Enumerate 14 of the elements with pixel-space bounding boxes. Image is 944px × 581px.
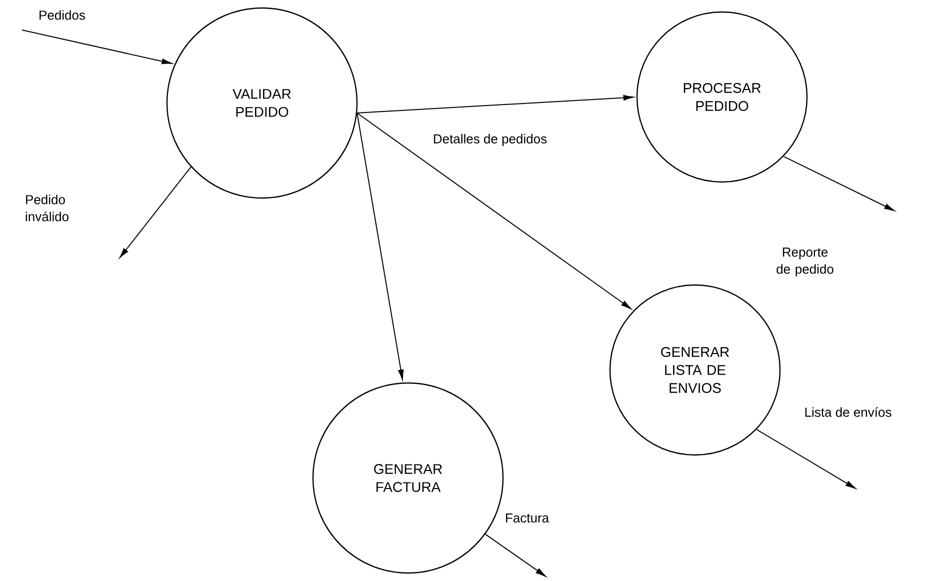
edge-label: Factura — [506, 513, 550, 523]
arrow — [120, 166, 192, 258]
arrow — [356, 112, 404, 380]
arrow — [756, 428, 856, 489]
arrow — [22, 30, 172, 64]
edge-label: Lista de envíos — [805, 407, 892, 417]
arrow — [783, 156, 895, 212]
arrow — [356, 94, 634, 114]
arrow — [484, 534, 546, 577]
edge-label: Pedido inválido — [26, 194, 69, 222]
arrow — [356, 112, 632, 310]
edge-label: Pedidos — [40, 10, 86, 20]
edge-label: Reporte de pedido — [776, 248, 834, 276]
edge-label: Detalles de pedidos — [434, 134, 547, 146]
